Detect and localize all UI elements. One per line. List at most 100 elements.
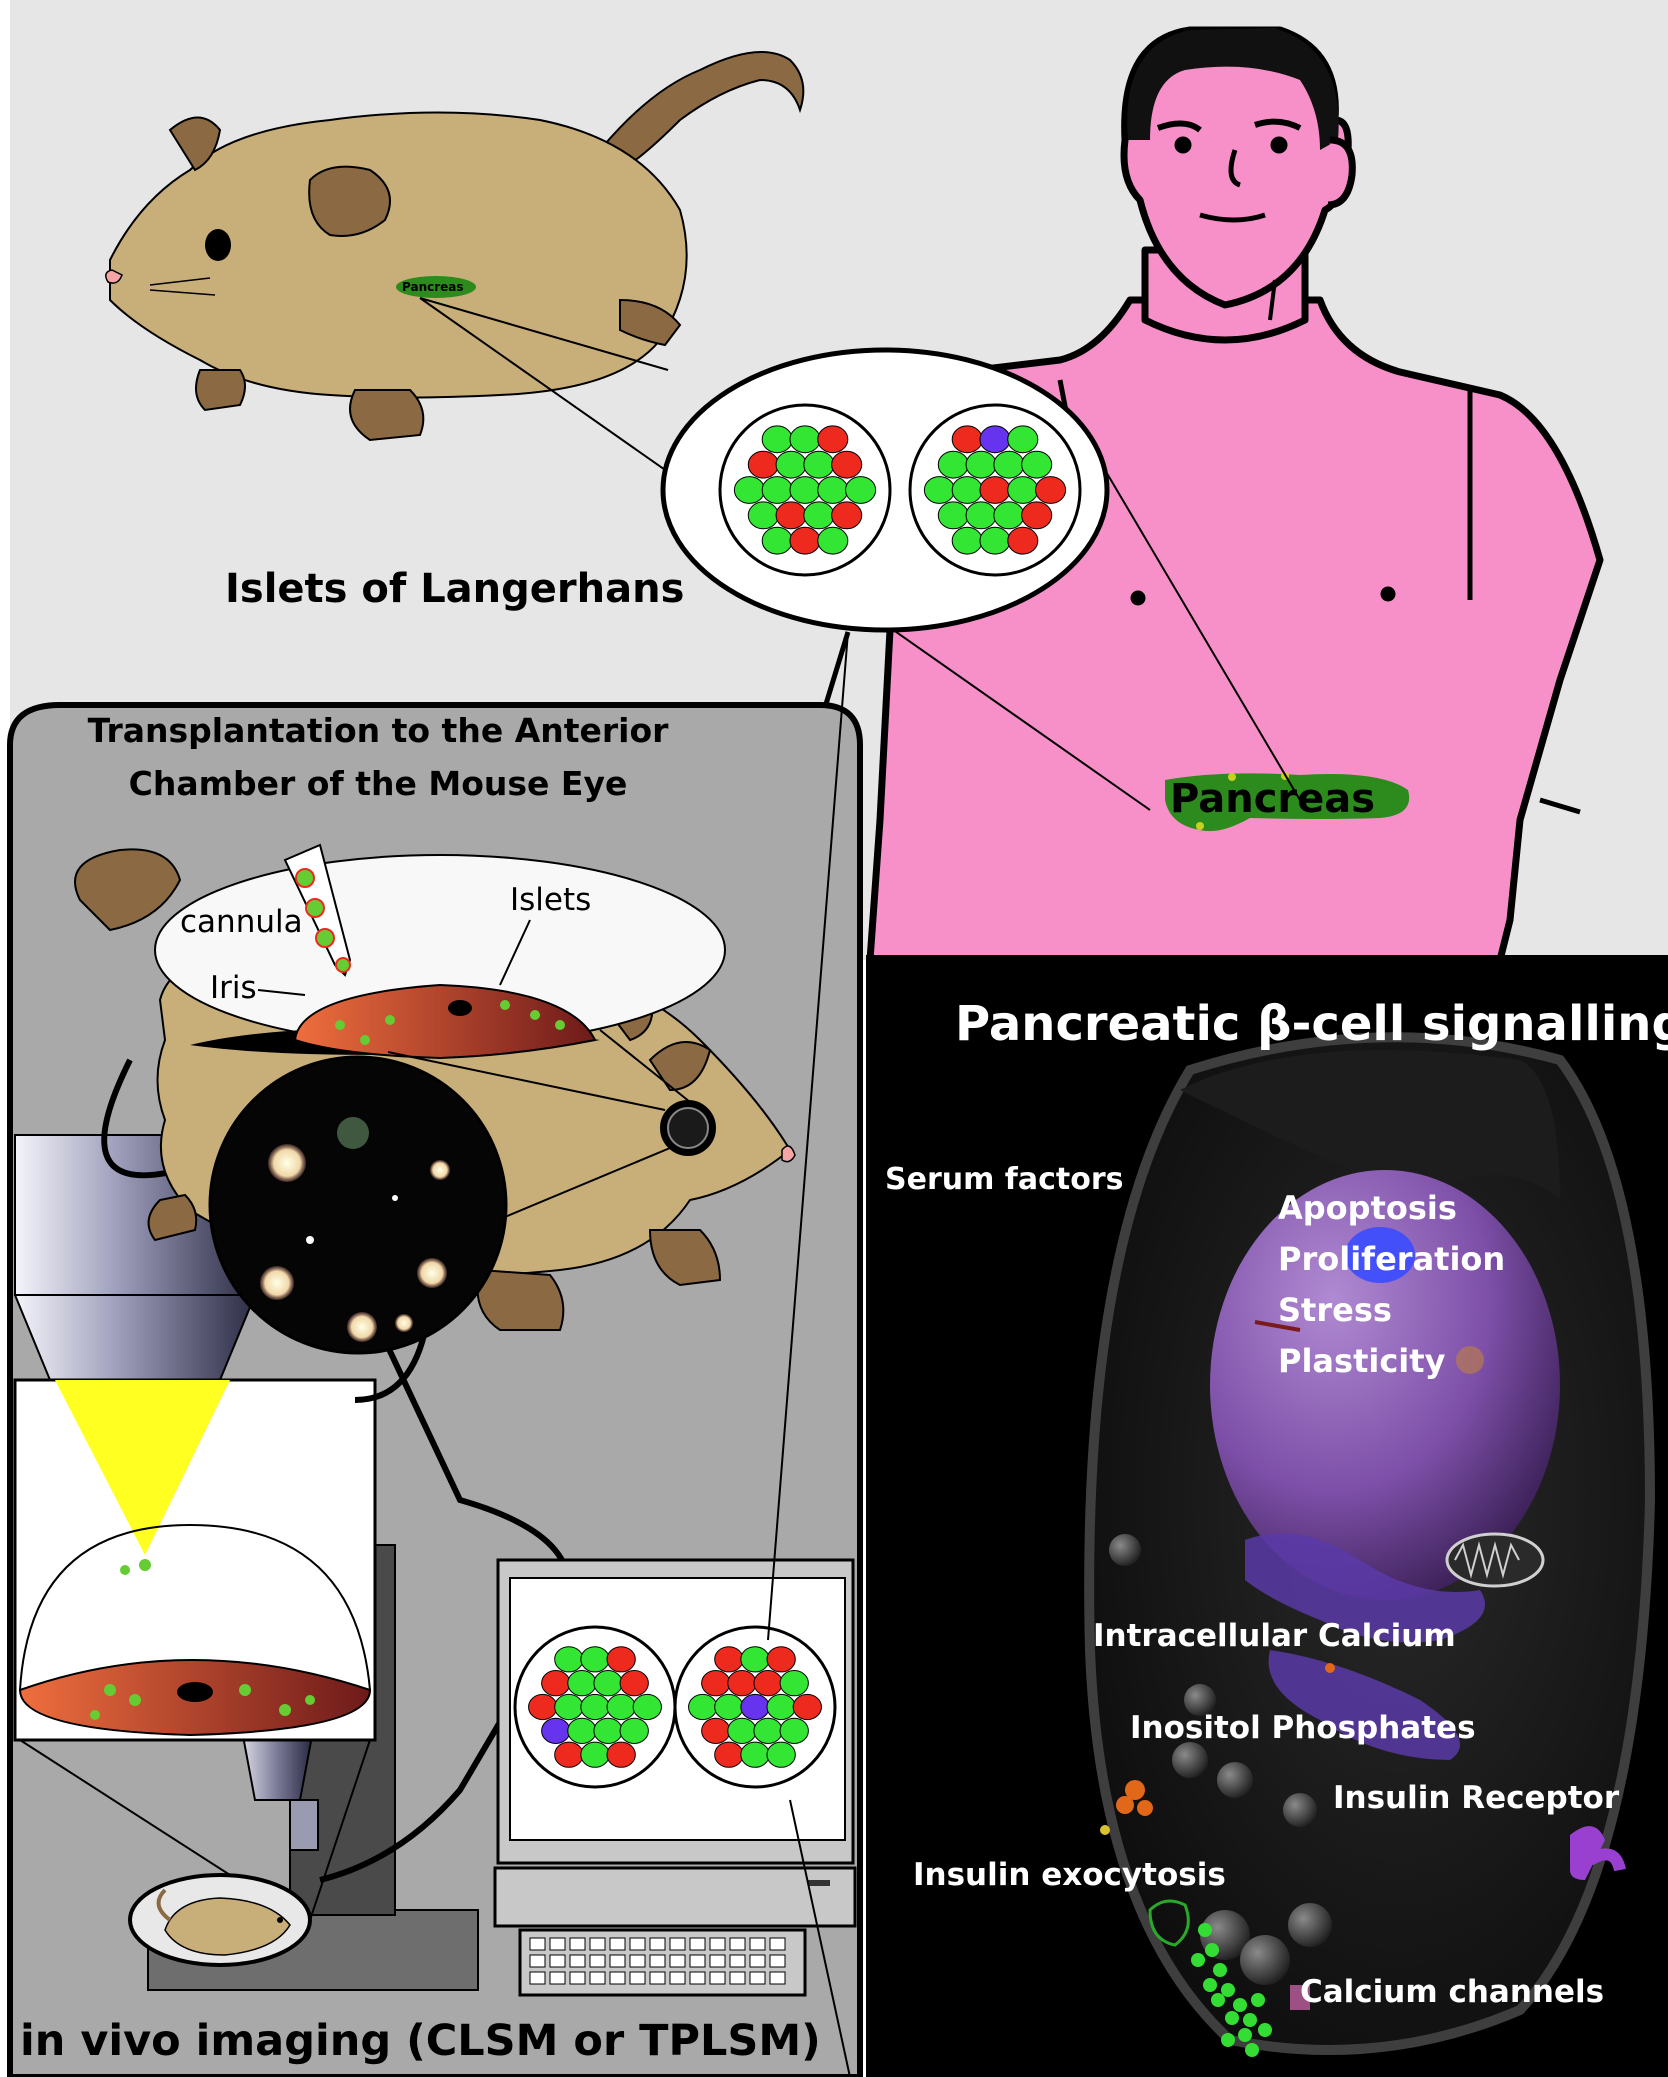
islet-cell: [554, 1693, 584, 1721]
islet-cell: [1021, 501, 1053, 530]
islet-cell: [965, 450, 997, 479]
keyboard-key: [569, 1971, 586, 1985]
keyboard-key: [549, 1937, 566, 1951]
islet-cell: [845, 476, 877, 504]
insulin-granule: [1245, 2043, 1259, 2057]
cannula-label: cannula: [180, 904, 303, 940]
islet-cell: [593, 1717, 623, 1744]
calcium-channels-label: Calcium channels: [1300, 1974, 1604, 2010]
islet-icon: [513, 1625, 677, 1789]
islet-cell: [775, 501, 807, 530]
keyboard-key: [729, 1954, 746, 1968]
keyboard-key: [569, 1937, 586, 1951]
islet-cell: [831, 501, 863, 530]
keyboard-key: [669, 1937, 686, 1951]
islet-cell: [740, 1741, 770, 1768]
keyboard-key: [629, 1937, 646, 1951]
transplant-title-line2: Chamber of the Mouse Eye: [129, 764, 628, 803]
islet-cell: [1035, 476, 1067, 504]
islet-cell: [740, 1646, 770, 1673]
keyboard-key: [689, 1937, 706, 1951]
connector-line-monitor-2: [789, 1799, 851, 2077]
islet-cell: [951, 476, 983, 504]
islet-cell: [593, 1670, 623, 1697]
keyboard-key: [629, 1971, 646, 1985]
islet-cell: [619, 1670, 649, 1697]
islet-cell: [727, 1717, 757, 1744]
keyboard-key: [749, 1954, 766, 1968]
keyboard-key: [769, 1937, 786, 1951]
insulin-granule: [1203, 1978, 1217, 1992]
keyboard-key: [589, 1937, 606, 1951]
islet-cell: [761, 425, 793, 454]
islet-cell: [740, 1693, 770, 1721]
mouse-pancreas-label: Pancreas: [402, 280, 464, 294]
keyboard-key: [769, 1954, 786, 1968]
keyboard-key: [589, 1954, 606, 1968]
keyboard-key: [549, 1971, 566, 1985]
nucleus-label-2: Proliferation: [1278, 1240, 1505, 1278]
insulin-granule: [1251, 1993, 1265, 2007]
nucleus: [1210, 1170, 1560, 1600]
islet-cell: [803, 450, 835, 479]
islet-cell: [606, 1741, 636, 1768]
insulin-granule: [1243, 2013, 1257, 2027]
signalling-panel: Pancreatic β-cell signalling Serum facto…: [866, 955, 1668, 2077]
small-mouse-oval: [128, 1873, 312, 1967]
islet-icon: [718, 403, 892, 577]
insulin-granule: [1225, 2011, 1239, 2025]
eye-icon: cannula Islets Iris: [154, 843, 726, 1060]
keyboard-key: [689, 1954, 706, 1968]
islet-cell: [619, 1717, 649, 1744]
islet-cell: [580, 1741, 610, 1768]
keyboard-key: [629, 1954, 646, 1968]
islet-cell: [817, 425, 849, 454]
keyboard-key: [649, 1971, 666, 1985]
islet-cell: [789, 425, 821, 454]
insulin-receptor-label: Insulin Receptor: [1333, 1780, 1620, 1816]
keyboard-key: [729, 1937, 746, 1951]
human-pancreas-label: Pancreas: [1170, 776, 1375, 822]
signalling-title: Pancreatic β-cell signalling: [955, 996, 1668, 1052]
keyboard-key: [769, 1971, 786, 1985]
islet-cell: [979, 526, 1011, 555]
islet-cell: [951, 526, 983, 555]
islet-cell: [789, 476, 821, 504]
islet-cell: [541, 1717, 571, 1744]
insulin-granule: [1213, 1963, 1227, 1977]
islet-cell: [779, 1717, 809, 1744]
islet-cell: [554, 1741, 584, 1768]
intracellular-calcium-label: Intracellular Calcium: [1093, 1618, 1456, 1654]
islet-cell: [753, 1670, 783, 1697]
islet-cell: [688, 1693, 718, 1721]
islet-cell: [606, 1646, 636, 1673]
imaging-zoom-box: [13, 1378, 377, 1742]
islet-cell: [993, 501, 1025, 530]
islet-cell: [979, 476, 1011, 504]
islets-label: Islets: [510, 882, 591, 918]
insulin-exocytosis-label: Insulin exocytosis: [913, 1857, 1226, 1893]
connector-line-monitor: [767, 631, 849, 1641]
islet-cell: [580, 1646, 610, 1673]
keyboard-key: [689, 1971, 706, 1985]
keyboard-key: [529, 1954, 546, 1968]
iris-label: Iris: [210, 970, 257, 1006]
keyboard-key: [589, 1971, 606, 1985]
keyboard-key: [569, 1954, 586, 1968]
beta-cell-icon: [1084, 1032, 1656, 2057]
insulin-granule: [1191, 1953, 1205, 1967]
islet-cell: [979, 425, 1011, 454]
islet-cell: [766, 1693, 796, 1721]
insulin-granule: [1238, 2028, 1252, 2042]
keyboard-key: [609, 1937, 626, 1951]
islet-cell: [567, 1670, 597, 1697]
keyboard-key: [549, 1954, 566, 1968]
insulin-granule: [1233, 1998, 1247, 2012]
islets-langerhans-label: Islets of Langerhans: [225, 566, 684, 612]
islet-cell: [766, 1646, 796, 1673]
islet-cell: [701, 1670, 731, 1697]
islet-cell: [1007, 526, 1039, 555]
human-pancreas: Pancreas: [1165, 772, 1410, 832]
islet-cell: [779, 1670, 809, 1697]
